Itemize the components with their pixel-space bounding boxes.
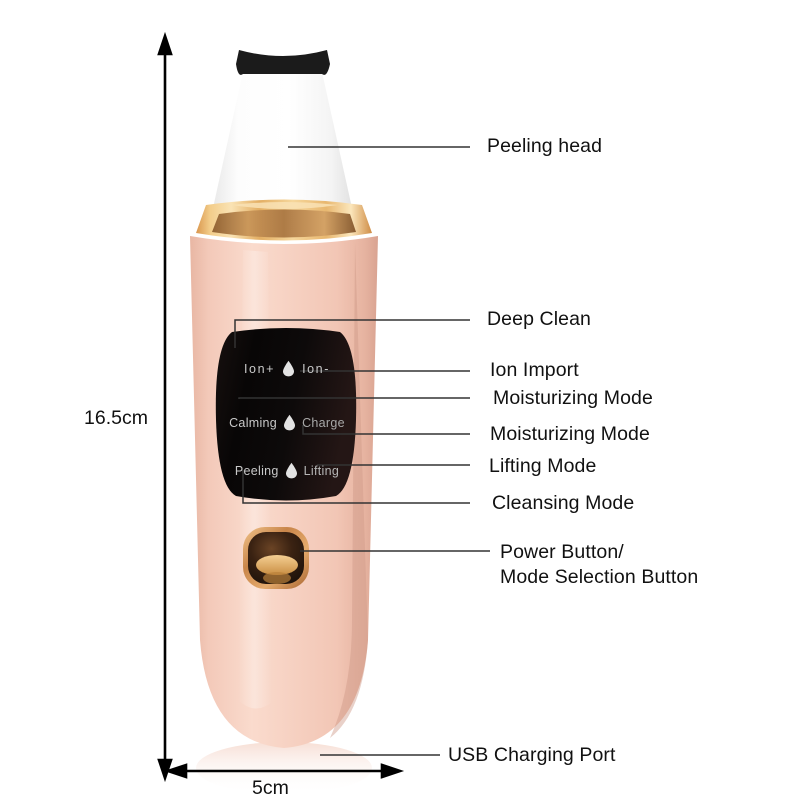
- callout-moisturizing-mode-2: Moisturizing Mode: [490, 423, 650, 445]
- dim-arrow-right: [380, 763, 405, 779]
- panel-label-ion-minus: Ion-: [302, 361, 331, 376]
- dimension-height-label: 16.5cm: [84, 407, 148, 429]
- power-button[interactable]: [248, 532, 304, 584]
- water-drop-icon: [284, 414, 296, 431]
- callout-power-button-line2: Mode Selection Button: [500, 565, 699, 588]
- callout-cleansing-mode: Cleansing Mode: [492, 492, 635, 514]
- panel-label-lifting: Lifting: [303, 463, 340, 478]
- callout-moisturizing-mode-1: Moisturizing Mode: [493, 387, 653, 409]
- dim-arrow-bottom: [157, 758, 173, 783]
- water-drop-icon: [283, 360, 295, 377]
- dimension-width-label: 5cm: [252, 777, 289, 799]
- control-panel-labels: Ion+ Ion- Calming Charge Peeling Lifting: [216, 330, 358, 502]
- dim-arrow-top: [157, 31, 173, 56]
- callout-power-button-line1: Power Button/: [500, 541, 624, 563]
- dim-arrow-left: [163, 763, 188, 779]
- panel-label-charge: Charge: [302, 415, 345, 430]
- gold-collar-inner: [212, 209, 356, 238]
- callout-ion-import: Ion Import: [490, 359, 579, 381]
- panel-label-calming: Calming: [229, 415, 278, 430]
- callout-deep-clean: Deep Clean: [487, 308, 591, 330]
- power-button-rim: [243, 527, 309, 589]
- panel-label-peeling: Peeling: [234, 463, 279, 478]
- panel-row-ion[interactable]: Ion+ Ion-: [216, 360, 358, 377]
- gold-collar-highlight: [231, 202, 338, 209]
- gold-collar: [196, 199, 372, 241]
- power-button-glow: [256, 555, 298, 575]
- panel-row-calming-charge[interactable]: Calming Charge: [216, 414, 358, 431]
- water-drop-icon: [285, 462, 297, 479]
- panel-label-ion-plus: Ion+: [243, 361, 276, 376]
- peeling-head-tip: [236, 50, 330, 75]
- panel-row-peeling-lifting[interactable]: Peeling Lifting: [216, 462, 358, 479]
- power-button-glow-lower: [263, 572, 291, 584]
- callout-usb-charging-port: USB Charging Port: [448, 744, 616, 766]
- callout-peeling-head: Peeling head: [487, 135, 603, 157]
- callout-lifting-mode: Lifting Mode: [489, 455, 597, 477]
- callout-power-button: Power Button/ Mode Selection Button: [500, 540, 698, 590]
- peeling-head-blade: [213, 72, 352, 208]
